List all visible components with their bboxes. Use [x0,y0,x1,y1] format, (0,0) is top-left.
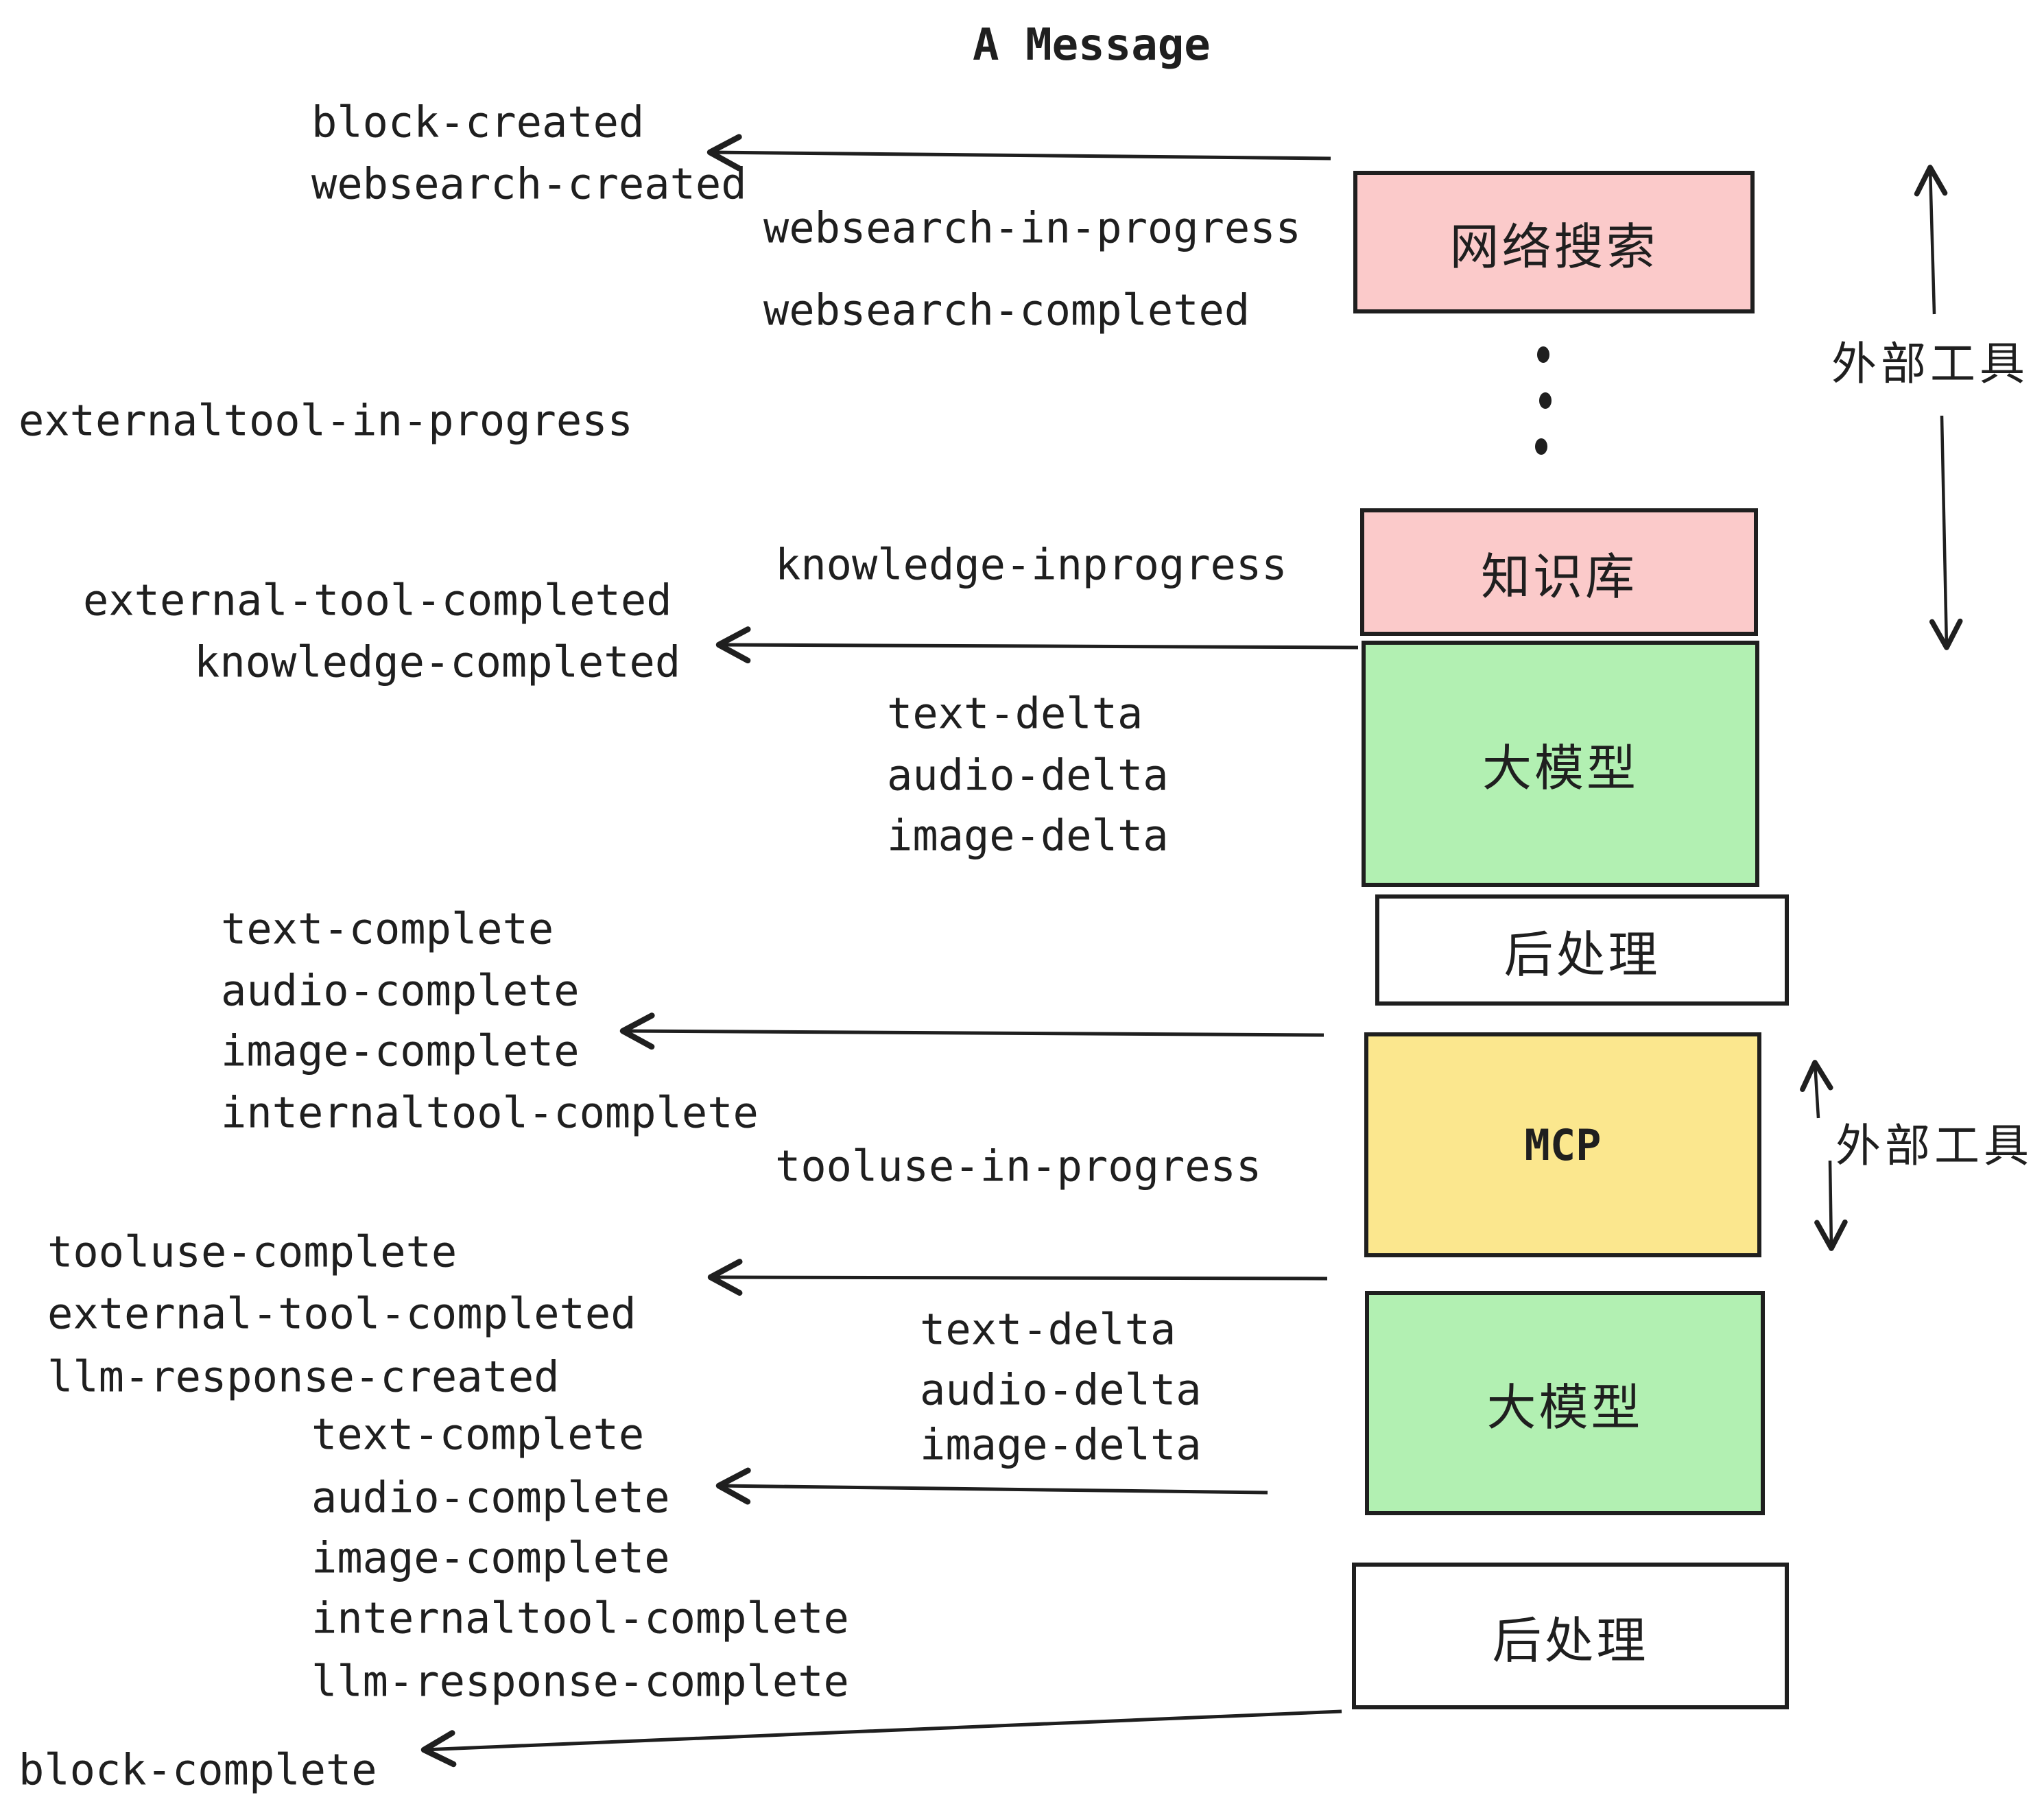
event-label-audio-delta: audio-delta [887,750,1169,800]
event-label-knowledge-inprogress: knowledge-inprogress [775,539,1287,590]
event-label-externaltool-in-progress: externaltool-in-progress [19,395,633,446]
event-label-tooluse-in-progress: tooluse-in-progress [775,1141,1262,1191]
box-llm-2: 大模型 [1365,1291,1765,1515]
box-knowledge: 知识库 [1360,508,1758,636]
arrow-knowledge-completed [715,626,1359,664]
event-label-internaltool-complete: internaltool-complete [221,1087,759,1138]
box-llm-1: 大模型 [1362,641,1759,887]
event-label-image-complete-2: image-complete [311,1532,670,1583]
event-label-websearch-created: websearch-created [311,158,747,209]
event-label-image-delta: image-delta [887,810,1169,861]
arrow-image-complete [619,1012,1324,1050]
arrow-tooluse-complete [707,1259,1328,1296]
event-label-text-delta-2: text-delta [920,1304,1176,1355]
event-label-external-tool-completed-2: external-tool-completed [47,1288,637,1339]
event-label-image-delta-2: image-delta [920,1419,1202,1470]
box-mcp: MCP [1364,1032,1761,1257]
box-postprocess-1-label: 后处理 [1504,927,1661,983]
event-label-block-created: block-created [311,97,645,147]
arrow-websearch-created [706,134,1331,171]
event-label-audio-delta-2: audio-delta [920,1364,1202,1415]
event-label-image-complete: image-complete [221,1025,580,1076]
box-llm-1-label: 大模型 [1482,741,1639,796]
arrow-external-tools-1-down [1929,415,1963,650]
arrow-block-complete [420,1709,1342,1768]
event-label-knowledge-completed: knowledge-completed [194,637,681,687]
event-label-websearch-in-progress: websearch-in-progress [763,202,1301,253]
annotation-external-tools-1: 外部工具 [1831,338,2029,389]
event-label-websearch-completed: websearch-completed [763,285,1250,335]
vertical-ellipsis-icon [1535,346,1552,455]
event-label-external-tool-completed: external-tool-completed [83,575,672,626]
annotation-external-tools-2: 外部工具 [1835,1120,2033,1171]
arrow-external-tools-1-up [1914,165,1948,315]
box-postprocess-2: 后处理 [1352,1563,1789,1709]
event-label-audio-complete-2: audio-complete [311,1472,670,1523]
event-label-text-delta: text-delta [887,688,1143,739]
arrow-external-tools-2-up [1800,1060,1833,1119]
box-llm-2-label: 大模型 [1486,1381,1643,1436]
event-label-text-complete-2: text-complete [311,1409,645,1460]
box-websearch: 网络搜索 [1353,171,1755,313]
box-knowledge-label: 知识库 [1480,549,1637,605]
event-label-llm-response-created: llm-response-created [47,1351,560,1402]
event-label-text-complete: text-complete [221,903,554,954]
arrow-audio-complete [715,1467,1268,1505]
event-label-llm-response-complete: llm-response-complete [311,1656,849,1707]
event-label-audio-complete: audio-complete [221,965,580,1016]
box-mcp-label: MCP [1524,1119,1602,1170]
diagram-title: A Message [973,20,1211,71]
arrow-external-tools-2-down [1814,1160,1848,1251]
box-postprocess-1: 后处理 [1375,894,1789,1006]
event-label-internaltool-complete-2: internaltool-complete [311,1593,849,1643]
event-label-tooluse-complete: tooluse-complete [47,1226,457,1277]
box-websearch-label: 网络搜索 [1449,219,1659,275]
event-label-block-complete: block-complete [19,1744,377,1795]
box-postprocess-2-label: 后处理 [1492,1613,1649,1669]
